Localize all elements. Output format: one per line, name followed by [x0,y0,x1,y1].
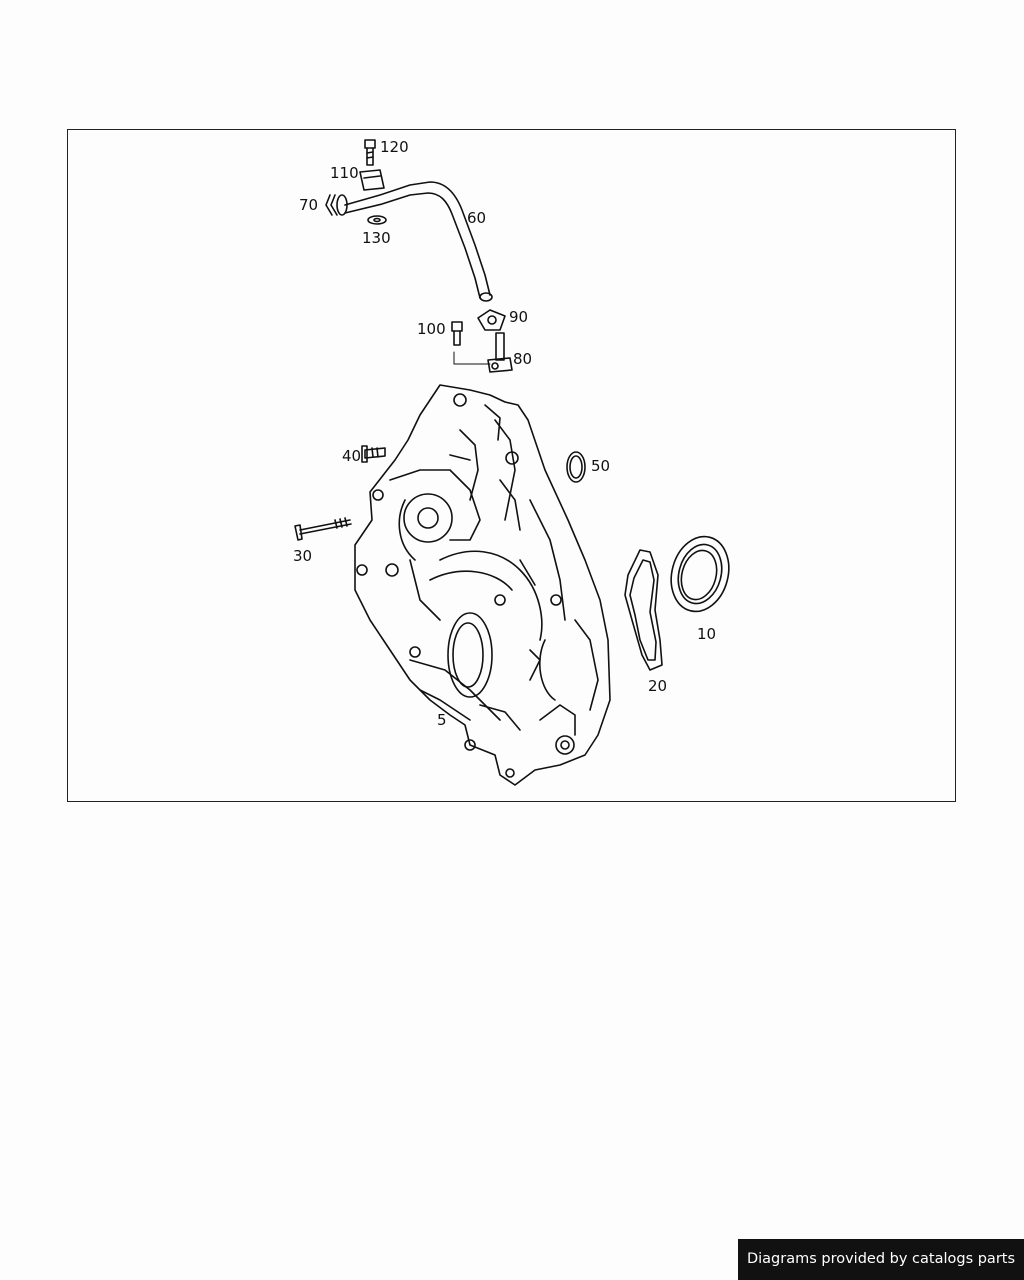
cap [477,309,506,331]
sensor-fitting [487,332,513,373]
screw [451,321,463,346]
callout-50: 50 [591,457,610,475]
callout-60: 60 [467,209,486,227]
callout-80: 80 [513,350,532,368]
crankshaft-seal [670,535,730,613]
front-cover-housing [354,384,611,786]
clamp-clip [325,194,348,216]
callout-110: 110 [330,164,359,182]
callout-10: 10 [697,625,716,643]
callout-130: 130 [362,229,391,247]
hose [344,181,493,302]
hose-clamp [359,169,385,191]
callout-5: 5 [437,711,447,729]
top-bolt [364,139,376,166]
o-ring [566,451,586,483]
callout-70: 70 [299,196,318,214]
callout-90: 90 [509,308,528,326]
footer-credit-badge: Diagrams provided by catalogs parts [738,1239,1024,1280]
callout-100: 100 [417,320,446,338]
footer-credit-text: Diagrams provided by catalogs parts [746,1251,1016,1267]
callout-20: 20 [648,677,667,695]
callout-30: 30 [293,547,312,565]
callout-120: 120 [380,138,409,156]
long-bolt [294,517,352,541]
callout-40: 40 [342,447,361,465]
short-bolt [361,445,386,463]
gasket [624,549,663,671]
washer [367,215,387,225]
